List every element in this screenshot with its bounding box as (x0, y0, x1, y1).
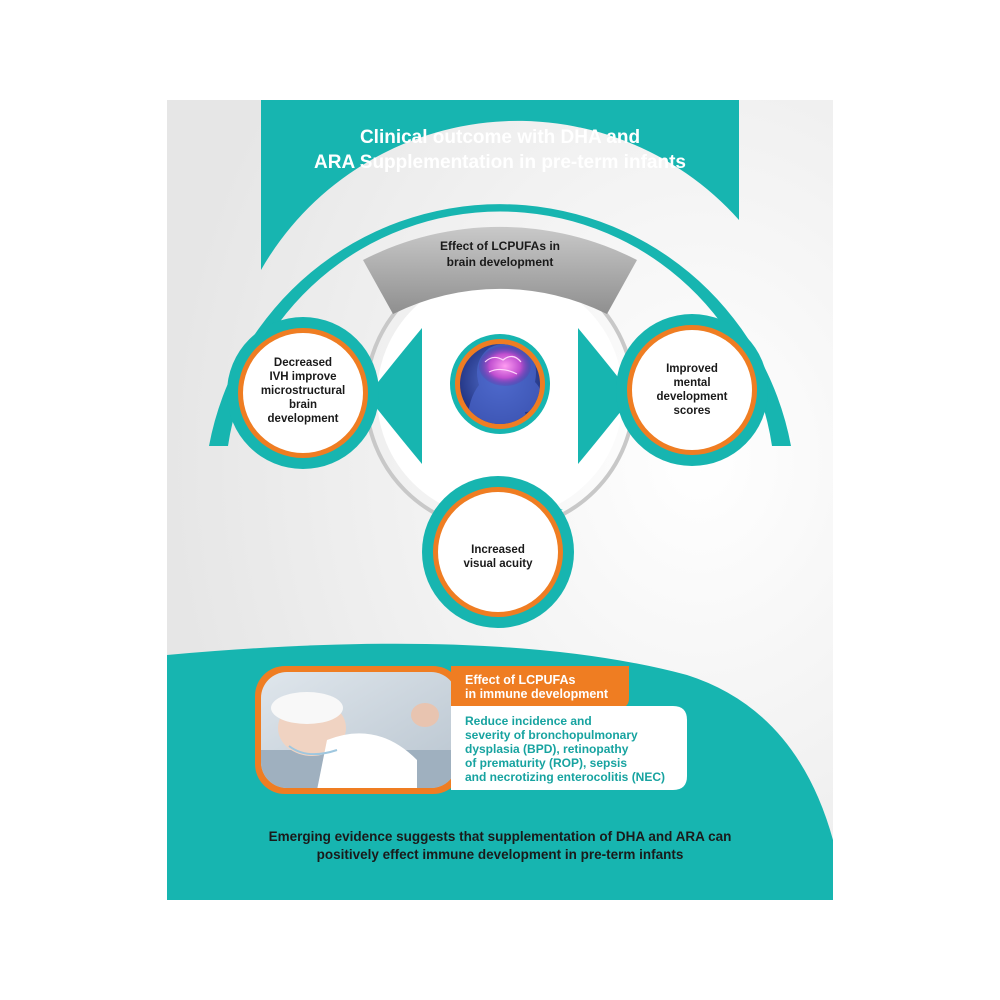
node-right-line: mental (673, 377, 711, 389)
immune-body-line: severity of bronchopulmonary (465, 728, 638, 742)
brain-arc-banner (363, 226, 637, 314)
immune-body-line: of prematurity (ROP), sepsis (465, 756, 628, 770)
footer-line-1: Emerging evidence suggests that suppleme… (268, 829, 732, 844)
title-line-1: Clinical outcome with DHA and (359, 127, 641, 148)
brain-arc-label-line-2: brain development (446, 255, 554, 269)
page-title: Clinical outcome with DHA and ARA Supple… (262, 125, 738, 175)
node-right-circle (616, 314, 768, 466)
node-bottom-line: Increased (471, 544, 525, 556)
node-left-line: brain (288, 399, 318, 411)
footer-statement: Emerging evidence suggests that suppleme… (197, 828, 803, 864)
node-right-text: Improved mental development scores (634, 362, 750, 418)
teal-connector-left (367, 328, 422, 464)
node-left-circle (227, 317, 379, 469)
immune-heading-line-1: Effect of LCPUFAs (465, 673, 576, 687)
node-right-line: scores (673, 405, 711, 417)
immune-body-line: and necrotizing enterocolitis (NEC) (465, 770, 666, 784)
immune-heading-line-2: in immune development (465, 687, 609, 701)
node-left-line: Decreased (273, 357, 333, 369)
brain-arc-label-line-1: Effect of LCPUFAs in (439, 239, 560, 253)
node-right-line: development (656, 391, 728, 403)
node-right-line: Improved (666, 363, 718, 375)
immune-heading-tab (451, 666, 629, 708)
teal-connector-right (578, 328, 633, 464)
immune-body-line: Reduce incidence and (465, 714, 592, 728)
immune-body-box (451, 706, 687, 790)
title-banner (261, 100, 739, 270)
node-left-line: development (267, 413, 339, 425)
node-left-text: Decreased IVH improve microstructural br… (245, 356, 361, 426)
brain-head-icon (450, 334, 550, 434)
brain-arc-label: Effect of LCPUFAs in brain development (389, 238, 611, 270)
footer-line-2: positively effect immune development in … (316, 847, 684, 862)
node-bottom-line: visual acuity (463, 558, 533, 570)
node-left-line: microstructural (260, 385, 346, 397)
poster-graphics (167, 100, 833, 900)
node-left-line: IVH improve (269, 371, 337, 383)
immune-heading: Effect of LCPUFAs in immune development (465, 673, 615, 701)
node-bottom-text: Increased visual acuity (440, 543, 556, 571)
immune-body-text: Reduce incidence and severity of broncho… (465, 714, 680, 784)
title-line-2: ARA Supplementation in pre-term infants (314, 152, 686, 173)
poster: Clinical outcome with DHA and ARA Supple… (167, 100, 833, 900)
infant-in-incubator-photo (255, 666, 463, 794)
immune-body-line: dysplasia (BPD), retinopathy (465, 742, 629, 756)
node-bottom-circle (422, 476, 574, 628)
